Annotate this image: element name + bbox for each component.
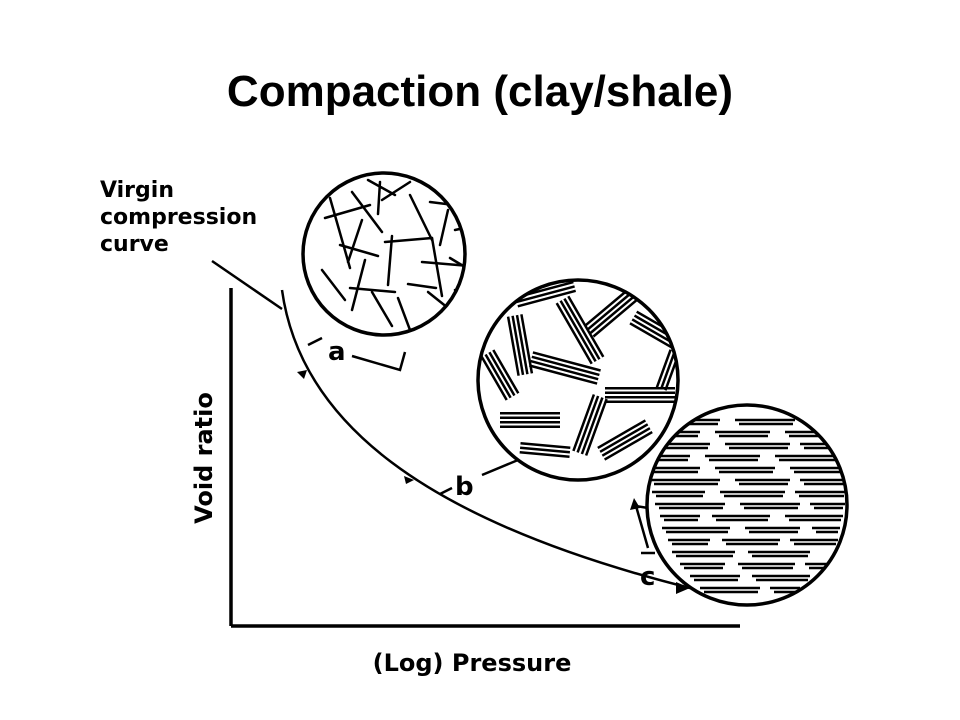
clay-platelet bbox=[519, 446, 571, 454]
clay-platelet bbox=[529, 364, 598, 385]
clay-platelet bbox=[584, 398, 608, 456]
clay-platelet bbox=[576, 395, 600, 453]
slide-title: Compaction (clay/shale) bbox=[226, 67, 734, 116]
clay-platelet bbox=[629, 322, 674, 350]
axes bbox=[229, 288, 740, 628]
curve-label-line-3: curve bbox=[100, 232, 169, 257]
clay-platelet bbox=[660, 350, 676, 390]
stage-label-c: c bbox=[640, 562, 655, 592]
clay-platelet bbox=[484, 353, 512, 399]
clay-platelet bbox=[520, 314, 534, 374]
clay-platelet bbox=[572, 394, 596, 452]
clay-platelet bbox=[531, 355, 600, 377]
clay-platelet bbox=[517, 289, 577, 308]
clay-platelet bbox=[530, 359, 599, 381]
compression-curve bbox=[280, 289, 691, 590]
clay-platelet bbox=[567, 295, 605, 358]
y-axis-label: Void ratio bbox=[190, 392, 218, 524]
clay-platelet bbox=[603, 431, 653, 461]
stage-label-b: b bbox=[455, 472, 474, 502]
clay-platelet bbox=[631, 318, 677, 346]
clay-platelet bbox=[586, 290, 635, 331]
clay-platelet bbox=[563, 297, 601, 360]
fabric-circle-b bbox=[476, 278, 680, 482]
pointer-a bbox=[351, 351, 407, 372]
tick-a bbox=[307, 336, 323, 347]
stage-label-a: a bbox=[328, 337, 346, 367]
clay-platelet bbox=[597, 419, 647, 449]
clay-platelet bbox=[488, 351, 516, 397]
clay-platelet bbox=[492, 349, 520, 394]
clay-platelet bbox=[559, 300, 597, 363]
tick-b bbox=[439, 486, 453, 496]
fabric-circle-c bbox=[645, 403, 849, 607]
clay-platelet bbox=[515, 314, 529, 375]
curve-label: Virgin compression curve bbox=[100, 178, 265, 257]
curve-label-line-1: Virgin bbox=[100, 178, 174, 203]
curve-arrow-2 bbox=[404, 476, 414, 484]
clay-platelet bbox=[599, 423, 649, 453]
clay-platelet bbox=[480, 356, 508, 401]
clay-platelet bbox=[516, 285, 575, 304]
clay-platelet bbox=[519, 451, 570, 458]
clay-platelet bbox=[589, 293, 638, 334]
clay-platelet bbox=[592, 296, 641, 338]
fabric-circle-a bbox=[301, 171, 467, 337]
clay-platelet bbox=[601, 427, 651, 457]
curve-arrow-3 bbox=[676, 582, 690, 594]
clay-platelet bbox=[532, 351, 601, 372]
clay-platelet bbox=[520, 442, 571, 449]
clay-platelet bbox=[511, 315, 525, 376]
curve-label-leader bbox=[211, 259, 283, 311]
clay-platelet bbox=[555, 302, 593, 365]
curve-arrow-1 bbox=[297, 370, 307, 379]
clay-platelet bbox=[655, 349, 672, 388]
pointer-c-arrow bbox=[630, 498, 640, 510]
clay-platelet bbox=[506, 316, 520, 376]
x-axis-label: (Log) Pressure bbox=[373, 649, 572, 677]
clay-platelet bbox=[580, 397, 604, 455]
clay-platelet bbox=[583, 286, 632, 328]
curve-label-line-2: compression bbox=[100, 205, 257, 230]
